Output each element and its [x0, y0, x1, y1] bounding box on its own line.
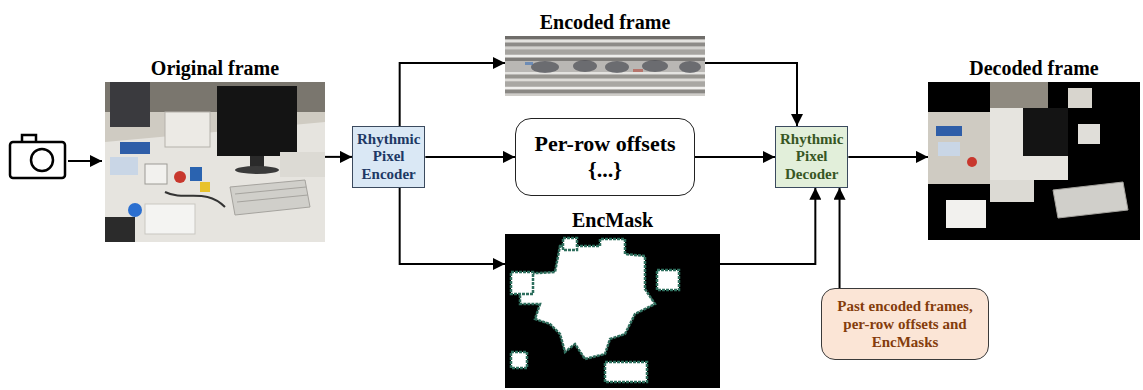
photo-book: [120, 142, 150, 154]
texture-stripe: [505, 90, 705, 93]
node-label: Past encoded frames, per-row offsets and…: [830, 297, 980, 351]
node-label: Rhythmic Pixel Decoder: [780, 131, 843, 183]
texture-blob: [605, 61, 629, 73]
encoder-box: Rhythmic Pixel Encoder: [352, 126, 425, 188]
photo-key-row: [235, 187, 306, 194]
texture-blob: [531, 61, 559, 73]
decoded-ground: [928, 82, 1140, 240]
texture-stripe: [505, 82, 705, 86]
photo-object: [128, 203, 142, 217]
texture-stripe: [505, 72, 705, 74]
mask-region: [511, 352, 527, 368]
photo-object: [145, 164, 167, 184]
decoded-image: [928, 82, 1140, 240]
decoder-box: Rhythmic Pixel Decoder: [775, 126, 848, 188]
office-photo: [105, 82, 325, 242]
flow-arrow: [848, 156, 928, 158]
photo-book: [110, 157, 138, 175]
texture-blob: [679, 61, 701, 73]
texture-stripe: [505, 40, 705, 42]
photo-box: [165, 112, 210, 147]
flow-arrow: [705, 63, 797, 126]
photo-object: [174, 171, 186, 183]
texture-stripe: [505, 58, 705, 61]
photo-paper: [145, 204, 195, 234]
mask-region: [657, 270, 679, 290]
mask-region: [605, 362, 647, 382]
photo-object: [190, 167, 202, 181]
node-label: Decoded frame: [969, 57, 1098, 79]
flow-arrow: [400, 188, 505, 264]
texture-stripe: [505, 87, 705, 89]
texture-streak: [525, 62, 533, 65]
image-node: Original frame: [105, 82, 325, 242]
mask-region: [563, 238, 577, 250]
decoded-patch: [1078, 124, 1100, 144]
decoded-patch: [990, 108, 1068, 180]
texture-stripe: [505, 94, 705, 96]
node-label: EncMask: [572, 209, 653, 231]
flow-arrow: [400, 63, 505, 126]
texture-streak: [633, 69, 643, 72]
photo-wall: [105, 82, 325, 242]
mask-region: [520, 239, 655, 359]
mask-ground: [505, 234, 720, 388]
decoded-patch: [990, 180, 1034, 202]
mask-image: [505, 234, 720, 388]
photo-desk-item: [280, 152, 325, 177]
camera-lens: [31, 149, 53, 171]
node-label: Original frame: [151, 57, 279, 79]
photo-monitor-base: [235, 166, 279, 174]
flow-arrow: [425, 156, 515, 158]
texture-base: [505, 36, 705, 96]
mask-regions: [511, 238, 679, 382]
texture-blob: [642, 60, 668, 72]
mask-region: [511, 272, 533, 294]
flow-arrow: [325, 156, 352, 158]
image-node: EncMask: [505, 234, 720, 388]
decoded-patch-detail: [938, 142, 960, 156]
photo-object: [105, 217, 135, 242]
decoded-patch: [990, 82, 1048, 108]
flow-arrow: [720, 188, 815, 264]
decoded-patch-detail: [967, 157, 977, 167]
decoded-patch: [946, 200, 986, 228]
texture-stripe: [505, 43, 705, 46]
flow-arrow: [839, 188, 841, 288]
texture-stripe: [505, 47, 705, 49]
decoded-patch-detail: [936, 126, 962, 136]
photo-object: [200, 182, 210, 192]
node-label: Encoded frame: [540, 11, 671, 33]
photo-key-row: [237, 195, 308, 202]
decoded-patch-detail: [1023, 108, 1068, 156]
texture-stripe: [505, 36, 705, 39]
camera-body: [10, 142, 65, 178]
texture-stripe: [505, 75, 705, 78]
texture-stripe: [505, 55, 705, 57]
photo-monitor: [217, 86, 297, 156]
history-box: Past encoded frames, per-row offsets and…: [821, 288, 989, 360]
node-label: Per-row offsets: [526, 131, 684, 157]
texture-stripe: [505, 50, 705, 54]
node-label: {...}: [526, 157, 684, 183]
photo-keyboard: [230, 180, 310, 215]
offsets-box: Per-row offsets{...}: [515, 118, 695, 196]
node-label: Rhythmic Pixel Encoder: [357, 131, 420, 183]
texture-stripe: [505, 79, 705, 81]
texture-blob: [573, 60, 597, 72]
camera-icon: [10, 135, 102, 178]
flow-arrow: [695, 156, 775, 158]
decoded-keyboard: [1053, 182, 1128, 218]
image-node: Encoded frame: [505, 36, 705, 96]
photo-chair: [110, 82, 150, 127]
decoded-patch: [928, 112, 990, 184]
image-node: Decoded frame: [928, 82, 1140, 240]
decoded-patch: [1068, 88, 1092, 108]
encoded-texture: [505, 36, 705, 96]
camera-arrow: [68, 160, 102, 162]
